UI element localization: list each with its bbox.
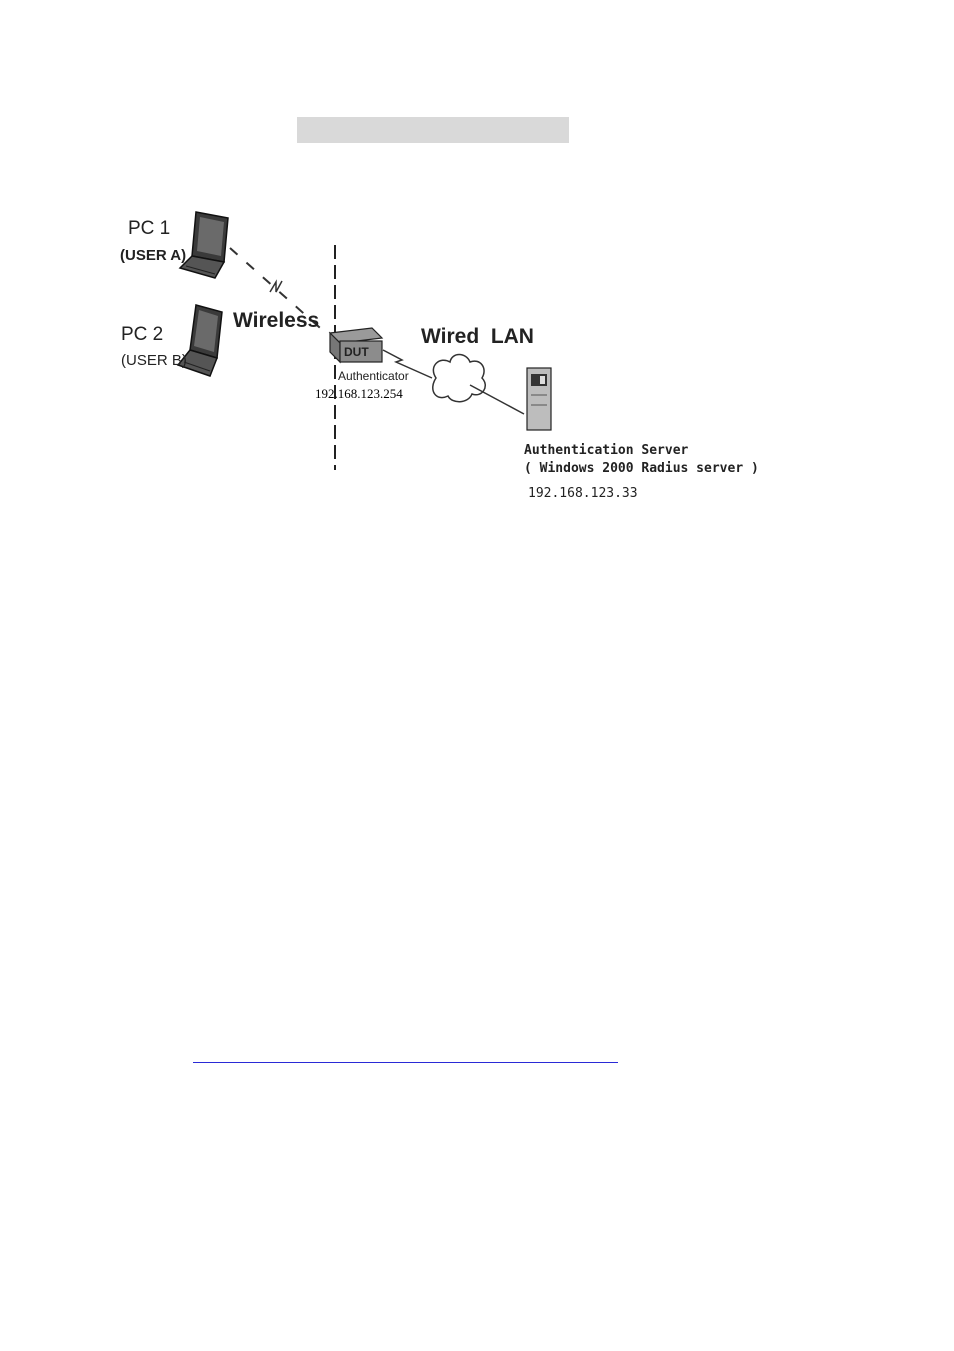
- cloud-icon: [432, 353, 486, 403]
- server-ip: 192.168.123.33: [528, 486, 638, 501]
- dut-device-icon: [328, 327, 384, 364]
- pc2-user-label: (USER B): [121, 352, 187, 369]
- authenticator-ip: 192.168.123.254: [315, 386, 403, 401]
- lan-to-server-line: [469, 384, 525, 415]
- pc2-label: PC 2: [121, 324, 163, 345]
- laptop-pc2-icon: [176, 304, 223, 377]
- wireless-label: Wireless: [233, 309, 319, 332]
- pc1-user-label: (USER A): [120, 247, 186, 264]
- pc1-label: PC 1: [128, 218, 170, 239]
- dut-label: DUT: [344, 345, 369, 359]
- authenticator-label: Authenticator: [338, 369, 409, 383]
- laptop-pc1-icon: [178, 211, 229, 279]
- server-icon: [526, 367, 552, 431]
- wired-lan-label: Wired LAN: [421, 325, 534, 348]
- server-detail-label: ( Windows 2000 Radius server ): [524, 461, 759, 476]
- blank-heading-bar: [297, 117, 569, 143]
- hyperlink-underline[interactable]: [193, 1062, 618, 1063]
- server-role-label: Authentication Server: [524, 443, 689, 458]
- wireless-signal-icon: [269, 279, 283, 293]
- wired-link-bolt-icon: [382, 349, 433, 379]
